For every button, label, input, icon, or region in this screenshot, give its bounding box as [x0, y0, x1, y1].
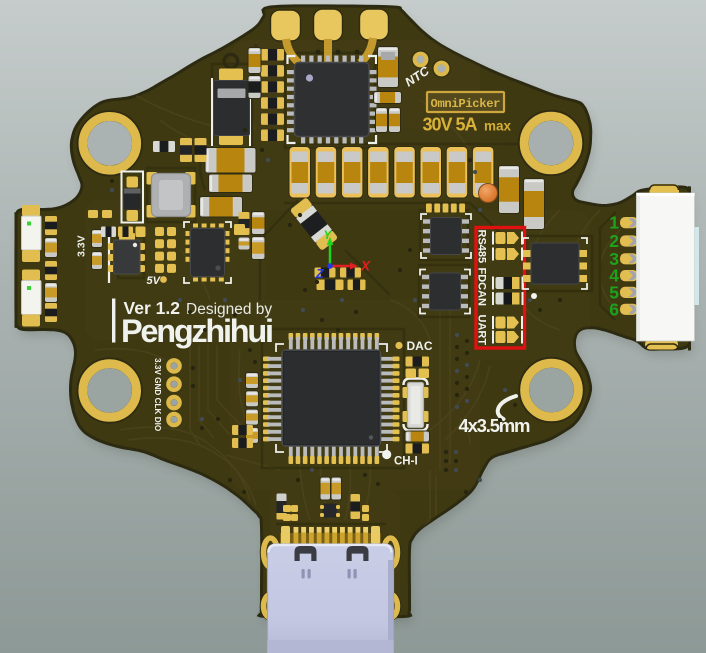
svg-text:2: 2 — [609, 231, 619, 251]
svg-text:DAC: DAC — [407, 339, 433, 353]
svg-text:4: 4 — [609, 266, 619, 286]
svg-text:Z: Z — [315, 267, 325, 281]
svg-text:FDCAN: FDCAN — [476, 268, 488, 307]
svg-text:3: 3 — [609, 249, 619, 269]
svg-text:RS485: RS485 — [476, 230, 488, 264]
svg-text:OmniPicker: OmniPicker — [431, 97, 501, 111]
svg-text:1: 1 — [609, 213, 619, 233]
svg-text:4x3.5mm: 4x3.5mm — [459, 415, 531, 436]
svg-text:3.3V: 3.3V — [76, 235, 88, 257]
svg-text:6: 6 — [609, 299, 619, 319]
svg-text:5: 5 — [609, 282, 619, 302]
svg-text:3.3V GND CLK DIO: 3.3V GND CLK DIO — [153, 358, 162, 432]
svg-text:CH-I: CH-I — [394, 456, 418, 468]
svg-text:Y: Y — [324, 228, 333, 242]
svg-text:max: max — [484, 119, 512, 134]
svg-text:Pengzhihui: Pengzhihui — [121, 313, 274, 349]
svg-text:5V: 5V — [147, 275, 162, 287]
svg-text:UART: UART — [476, 315, 488, 346]
svg-text:30V 5A: 30V 5A — [423, 115, 478, 135]
svg-text:X: X — [360, 259, 371, 274]
svg-text:Ver 1.2: Ver 1.2 — [124, 298, 181, 318]
svg-text:Designed by: Designed by — [186, 301, 272, 318]
